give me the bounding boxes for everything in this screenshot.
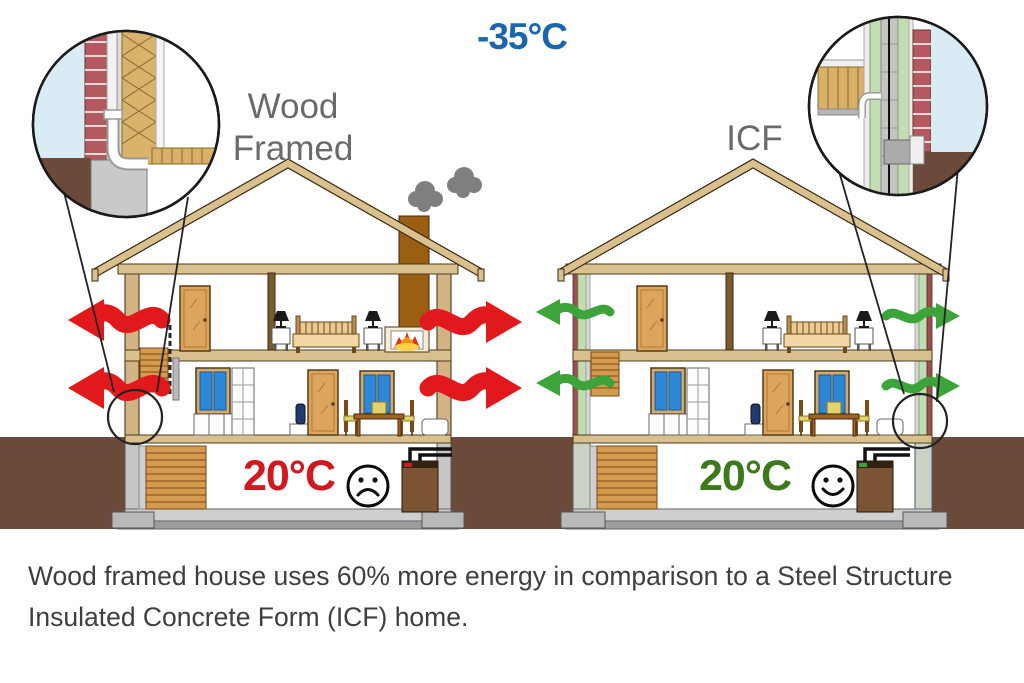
callout-leader-line [837, 167, 905, 395]
smoke-icon [408, 167, 482, 212]
icf-inside-temperature: 20°C [698, 452, 792, 500]
wood-duct [172, 357, 180, 401]
callout-leader-line [156, 196, 189, 393]
caption-line2: Insulated Concrete Form (ICF) home. [28, 602, 469, 633]
side-table [744, 423, 764, 436]
callout-target-circle [891, 392, 949, 450]
icf-interior-stairs [590, 351, 620, 397]
wood-ceiling-band [117, 263, 459, 275]
wood-interior-post [267, 272, 276, 351]
wood-footing [421, 511, 465, 529]
wood-bedroom-door [179, 285, 211, 352]
fireplace [384, 326, 430, 353]
wood-eave [91, 268, 99, 282]
wood-foundation-wall [124, 442, 140, 514]
icf-subslab [565, 520, 940, 530]
icf-ceiling-band [565, 263, 942, 275]
wood-bed [292, 315, 360, 354]
icf-floor-band [572, 434, 933, 444]
wood-eave [477, 268, 485, 282]
wood-basement-stairs [138, 445, 207, 510]
wood-pantry-door [231, 367, 255, 436]
icf-foundation-wall [914, 442, 933, 514]
icf-furnace [856, 447, 910, 513]
wood-kitchen-cabinets [193, 413, 239, 436]
icf-main-door [762, 369, 794, 436]
icf-eave [557, 268, 565, 282]
wood-framed-label: Wood Framed [198, 86, 388, 170]
icf-label: ICF [726, 119, 783, 158]
couch [876, 418, 904, 436]
icf-footing [902, 511, 948, 529]
wood-floor-band [124, 434, 452, 444]
wood-main-door [307, 369, 339, 436]
vase [750, 403, 761, 425]
couch [421, 418, 449, 436]
wood-furnace [401, 447, 452, 513]
icf-house [557, 158, 950, 530]
callout-target-circle [106, 388, 164, 446]
side-table [289, 423, 309, 436]
icf-kitchen-cabinets [648, 413, 694, 436]
wood-framed-house [91, 158, 485, 530]
wood-framed-label-line2: Framed [232, 129, 354, 168]
icf-kitchen-window [650, 367, 686, 415]
icf-footing [560, 511, 606, 529]
callout-leader-line [936, 155, 960, 403]
icf-bedroom-door [636, 285, 668, 352]
caption-line1: Wood framed house uses 60% more energy i… [28, 561, 953, 591]
outside-temperature-label: -35°C [477, 16, 568, 57]
icf-floor-band [572, 349, 933, 362]
wood-kitchen-window [195, 367, 231, 415]
happy-face-icon [811, 464, 855, 508]
icf-foundation-wall [572, 442, 591, 514]
wood-framed-label-line1: Wood [247, 87, 339, 126]
wood-footing [111, 511, 155, 529]
caption: Wood framed house uses 60% more energy i… [28, 556, 953, 638]
vase [295, 403, 306, 425]
callout-leader-line [63, 191, 115, 393]
wood-inside-temperature: 20°C [242, 452, 336, 500]
sad-face-icon [346, 464, 390, 508]
icf-basement-stairs [589, 445, 658, 510]
icf-bed [783, 315, 851, 354]
icf-pantry-door [686, 367, 710, 436]
wood-subslab [117, 520, 459, 530]
icf-interior-post [725, 272, 734, 351]
